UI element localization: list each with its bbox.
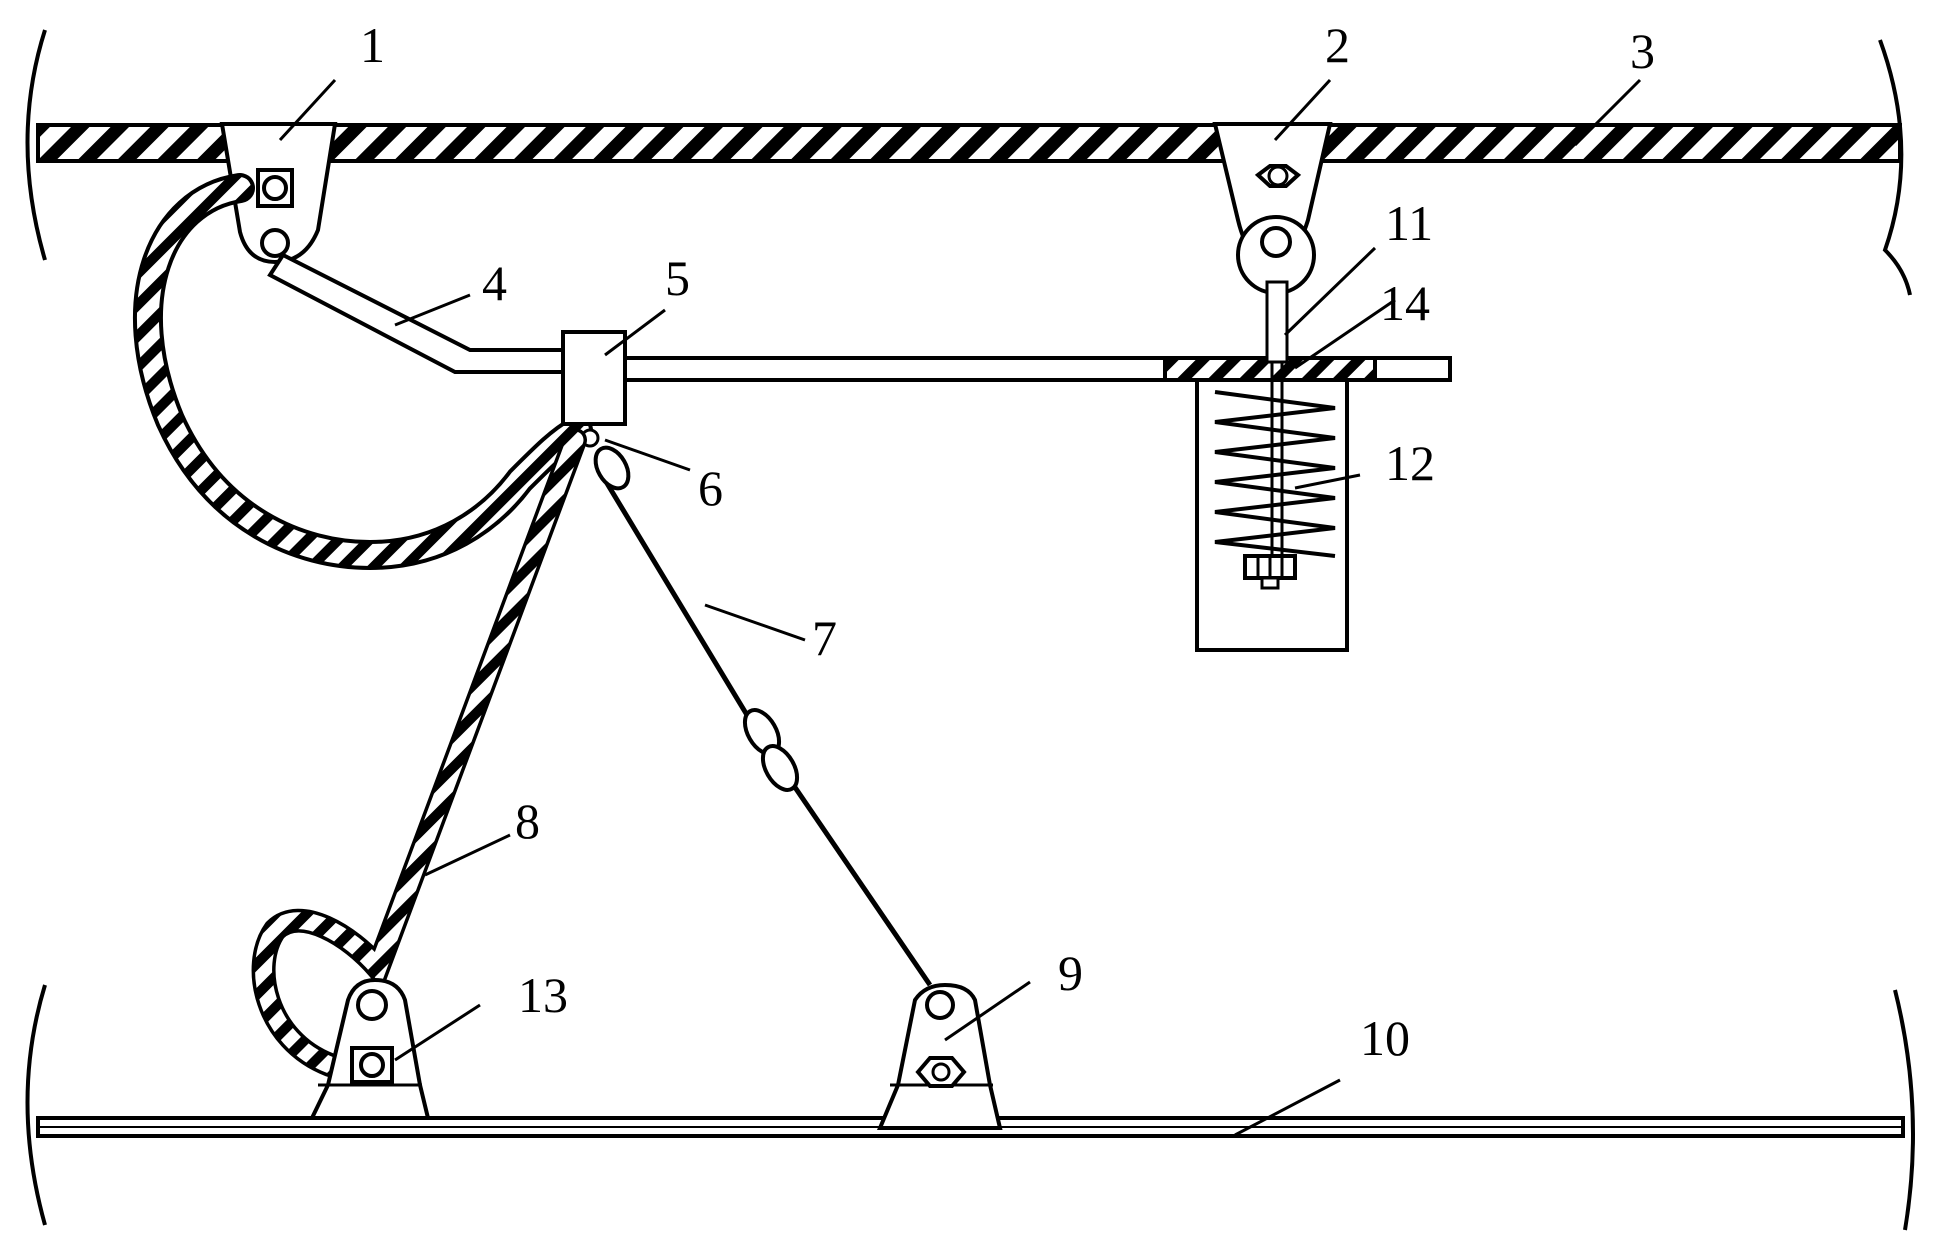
spring-housing [1197, 282, 1347, 650]
label-6: 6 [698, 460, 723, 516]
label-11: 11 [1385, 195, 1433, 251]
horizontal-bar [615, 358, 1450, 380]
wire-rope [582, 430, 930, 985]
bracket-9 [880, 985, 1000, 1128]
label-7: 7 [812, 610, 837, 666]
label-13: 13 [518, 967, 568, 1023]
label-4: 4 [482, 255, 507, 311]
label-1: 1 [360, 17, 385, 73]
bracket-2 [1215, 124, 1330, 293]
label-2: 2 [1325, 17, 1350, 73]
part-labels: 1 2 3 4 5 6 7 8 9 10 11 12 13 14 [360, 17, 1655, 1066]
label-10: 10 [1360, 1010, 1410, 1066]
label-8: 8 [515, 793, 540, 849]
arm-4 [270, 255, 565, 372]
label-3: 3 [1630, 23, 1655, 79]
label-9: 9 [1058, 945, 1083, 1001]
leader-lines [280, 80, 1640, 1135]
label-12: 12 [1385, 435, 1435, 491]
label-5: 5 [665, 250, 690, 306]
label-14: 14 [1380, 275, 1430, 331]
